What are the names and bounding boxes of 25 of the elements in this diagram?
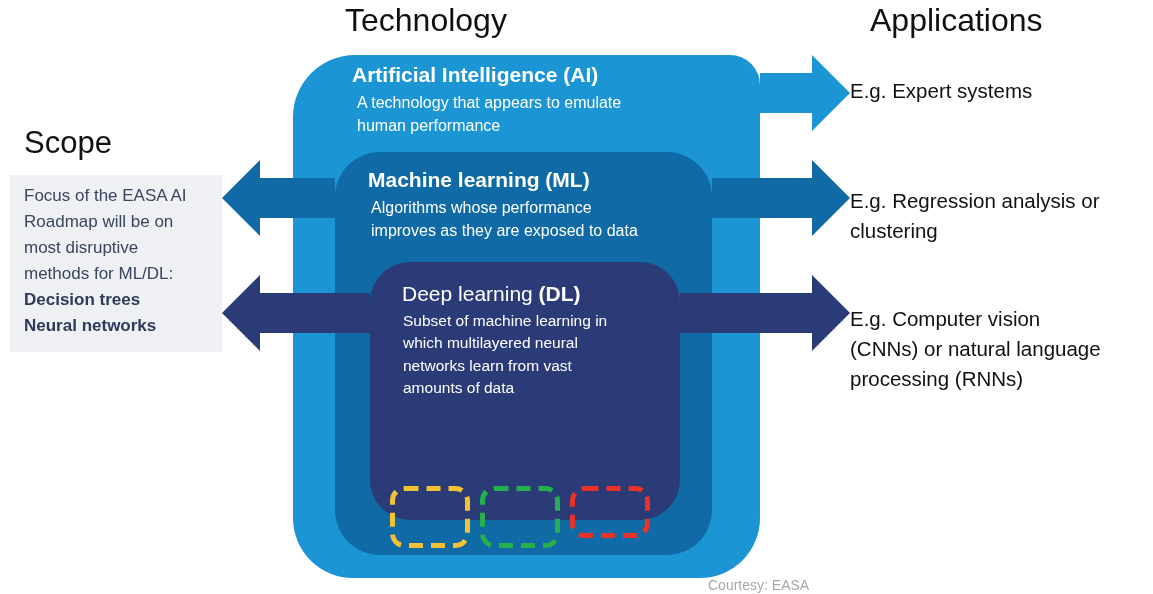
box-heading: Deep learning (DL) — [402, 282, 582, 306]
bold-text: Neural networks — [24, 315, 158, 337]
column-heading: Applications — [870, 2, 1043, 39]
box-description: Subset of machine learning in which multilayered neural networks learn from vast amounts of data — [403, 311, 609, 399]
block-arrow — [680, 275, 850, 351]
dashed-box — [390, 486, 470, 548]
box-heading: Artificial Intelligence (AI) — [352, 63, 600, 87]
box-heading: Machine learning (ML) — [368, 168, 591, 192]
block-arrow — [760, 55, 850, 131]
dashed-box — [570, 486, 650, 538]
block-arrow — [222, 160, 335, 236]
application-text: E.g. Regression analysis or clustering — [850, 186, 1112, 246]
dashed-box — [480, 486, 560, 548]
application-text: E.g. Expert systems — [850, 76, 1112, 106]
section-heading: Scope — [24, 125, 112, 161]
scope-text: Focus of the EASA AI Roadmap will be on most disruptive methods for ML/DL: — [24, 185, 188, 285]
nested-box — [370, 262, 680, 520]
block-arrow — [712, 160, 850, 236]
application-text: E.g. Computer vision (CNNs) or natural language processing (RNNs) — [850, 304, 1112, 394]
source-note: Courtesy: EASA — [708, 577, 810, 593]
bold-text: Decision trees — [24, 289, 142, 311]
column-heading: Technology — [345, 2, 507, 39]
box-description: Algorithms whose performance improves as they are exposed to data — [371, 198, 639, 242]
box-description: A technology that appears to emulate human performance — [357, 93, 623, 137]
block-arrow — [222, 275, 370, 351]
